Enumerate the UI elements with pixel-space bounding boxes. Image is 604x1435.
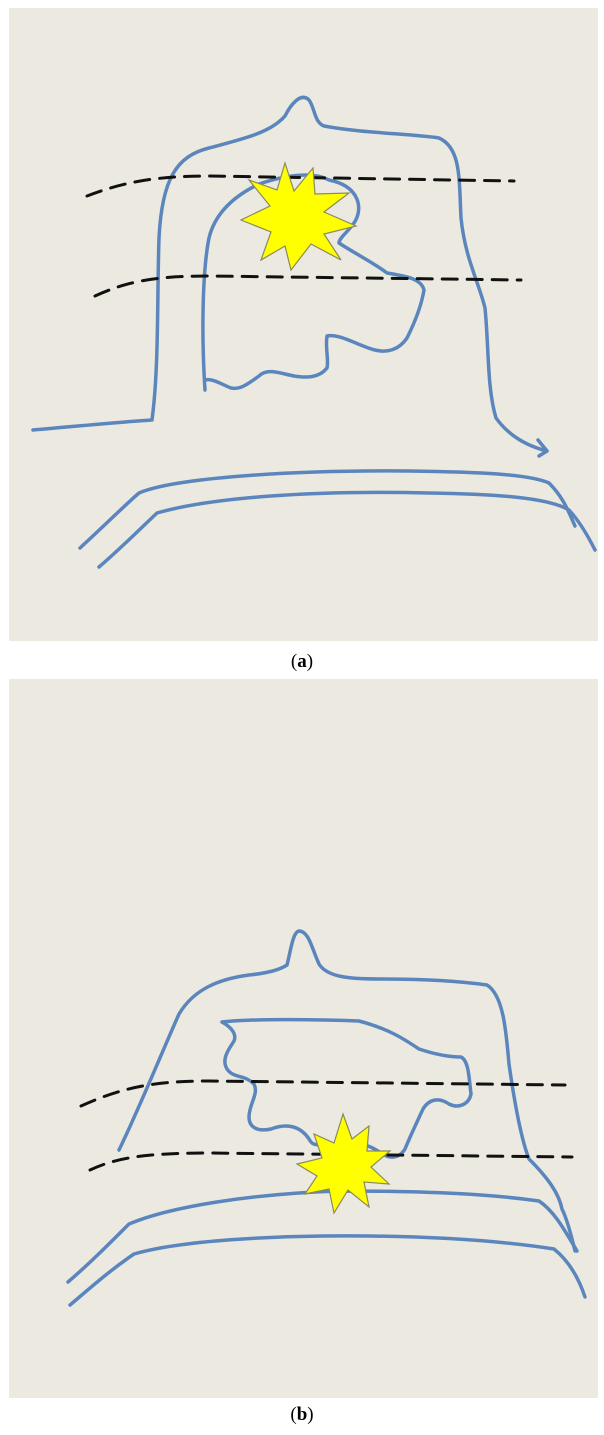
panel-b-drawing [9, 679, 598, 1398]
dashed-line-upper [85, 174, 516, 198]
impact-star [295, 1112, 392, 1215]
outline-arrow-tip [536, 438, 549, 458]
panel-b-caption: (b) [290, 1404, 314, 1425]
lower-arc-upper [78, 469, 577, 550]
dashed-line-upper [79, 1079, 567, 1108]
impact-star [239, 160, 358, 272]
outer-outline [31, 95, 549, 453]
lower-arc-lower [97, 490, 597, 569]
dashed-line-lower [93, 274, 523, 298]
panel-b-background [9, 679, 598, 1398]
outer-outline [117, 929, 577, 1253]
panel-a-background [9, 8, 598, 641]
panel-a-caption: (a) [290, 651, 314, 672]
lower-arc-lower [68, 1234, 587, 1307]
panel-b [9, 679, 598, 1398]
panel-a-drawing [9, 8, 598, 641]
inner-outline [220, 1017, 473, 1159]
panel-a [9, 8, 598, 641]
dashed-line-lower [88, 1151, 574, 1172]
